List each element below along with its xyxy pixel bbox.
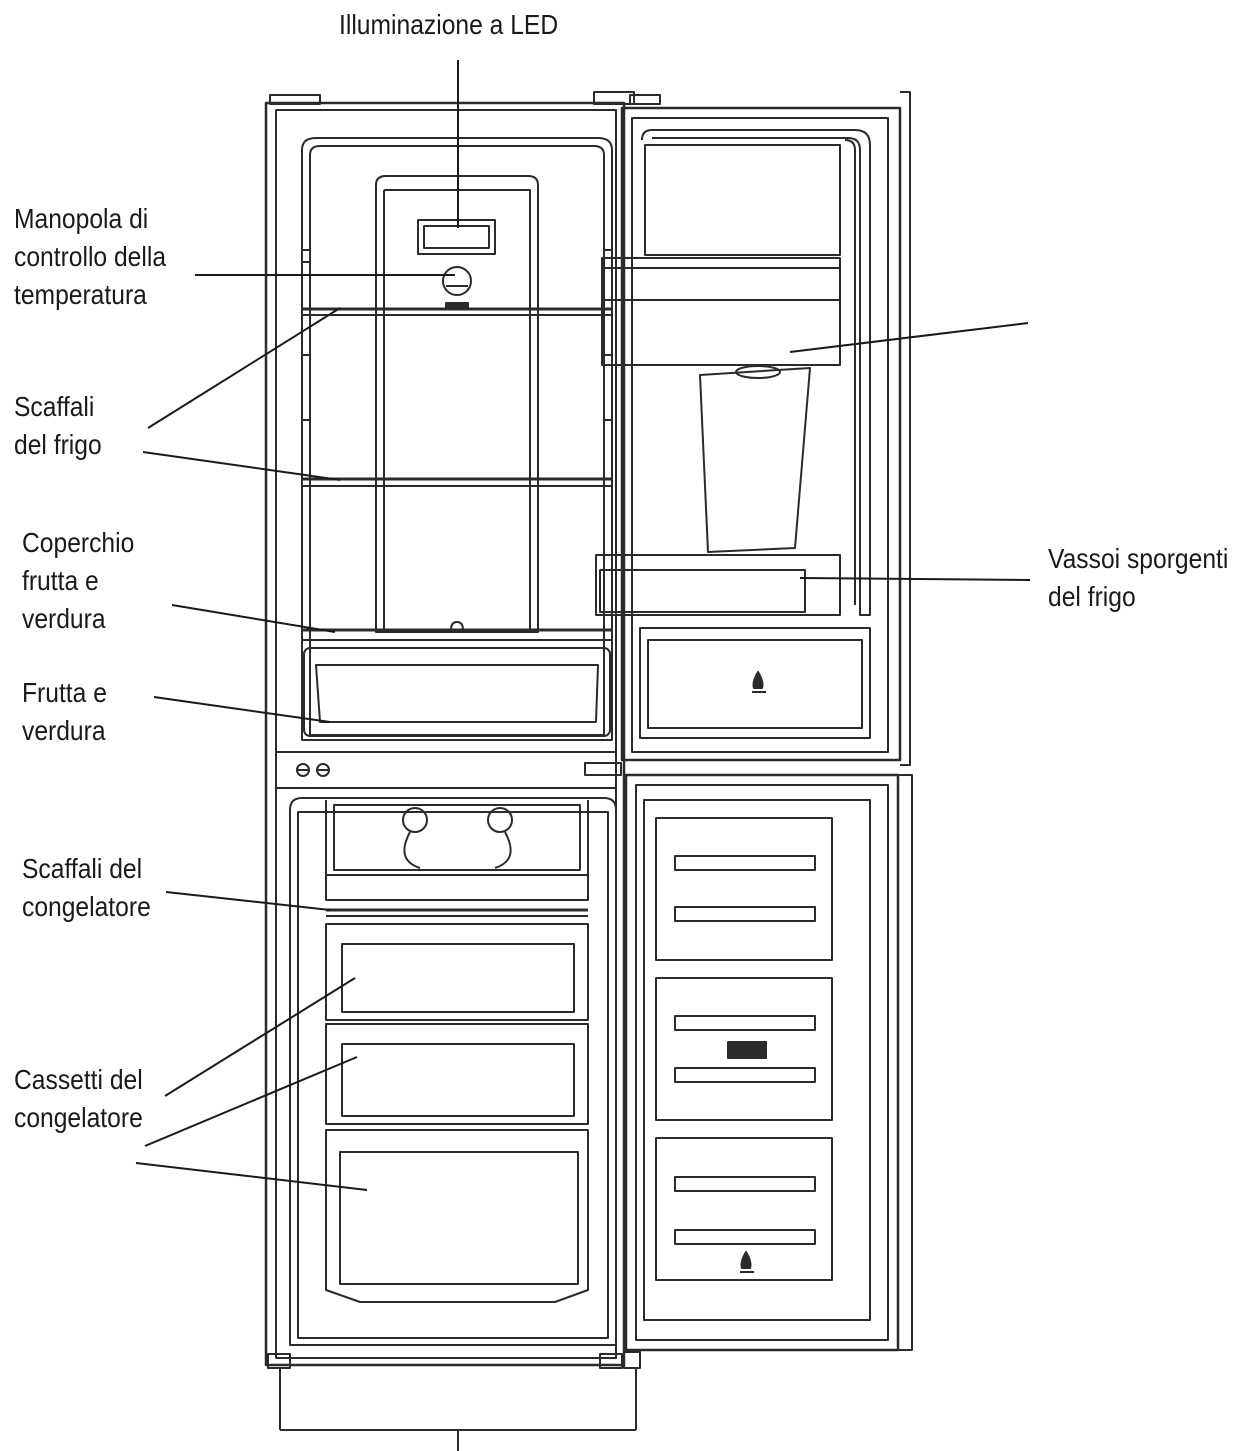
- label-freezer-drawers: Cassetti del congelatore: [14, 1064, 143, 1133]
- fridge-compartment: [301, 137, 613, 741]
- crisper-drawer: [303, 647, 611, 737]
- crisper-cover: [302, 621, 612, 641]
- freezer-compartment: [289, 797, 617, 1346]
- door-bin-lower: [639, 627, 871, 739]
- leader-shelf-2: [142, 451, 341, 481]
- leader-freezer-drawer-1: [164, 977, 356, 1097]
- label-fridge-shelves: Scaffali del frigo: [14, 391, 102, 460]
- leader-freezer-shelf: [165, 891, 331, 911]
- label-led-lighting: Illuminazione a LED: [339, 9, 559, 40]
- fridge-shelf-upper: [302, 307, 612, 316]
- door-tray-middle: [595, 554, 841, 616]
- leader-crisper-cover: [171, 604, 336, 633]
- freezer-shelf: [325, 874, 589, 917]
- leader-crisper-drawer: [153, 696, 331, 723]
- freezer-drawer-3: [325, 1129, 589, 1303]
- leader-door-tray-middle: [799, 577, 1031, 581]
- label-crisper-drawer: Frutta e verdura: [22, 677, 107, 746]
- freezer-door-panel-3: [655, 1137, 833, 1281]
- leader-lines: [135, 60, 1031, 1191]
- label-door-trays: Vassoi sporgenti del frigo: [1048, 543, 1229, 612]
- leader-door-tray-upper: [789, 322, 1029, 353]
- leader-freezer-drawer-2: [144, 1056, 358, 1147]
- temperature-knob: [442, 266, 472, 296]
- leader-freezer-drawer-3: [135, 1162, 368, 1191]
- feet: [267, 1351, 641, 1451]
- label-freezer-shelves: Scaffali del congelatore: [22, 853, 151, 922]
- fridge-door: [595, 91, 911, 766]
- freezer-door-panel-1: [655, 817, 833, 961]
- fridge-shelf-lower: [302, 477, 612, 487]
- divider-panel: [276, 751, 622, 789]
- label-temperature-knob: Manopola di controllo della temperatura: [14, 203, 167, 310]
- leader-shelf-1: [147, 307, 341, 429]
- freezer-door-panel-2: [655, 977, 833, 1121]
- door-tray-upper: [601, 257, 841, 366]
- led-light: [417, 219, 496, 255]
- freezer-door: [624, 773, 913, 1352]
- water-drop-icon: [752, 671, 766, 693]
- label-crisper-cover: Coperchio frutta e verdura: [22, 527, 135, 634]
- cabinet: [264, 91, 661, 1367]
- freezer-drawer-1: [325, 923, 589, 1021]
- freezer-drawer-2: [325, 1023, 589, 1125]
